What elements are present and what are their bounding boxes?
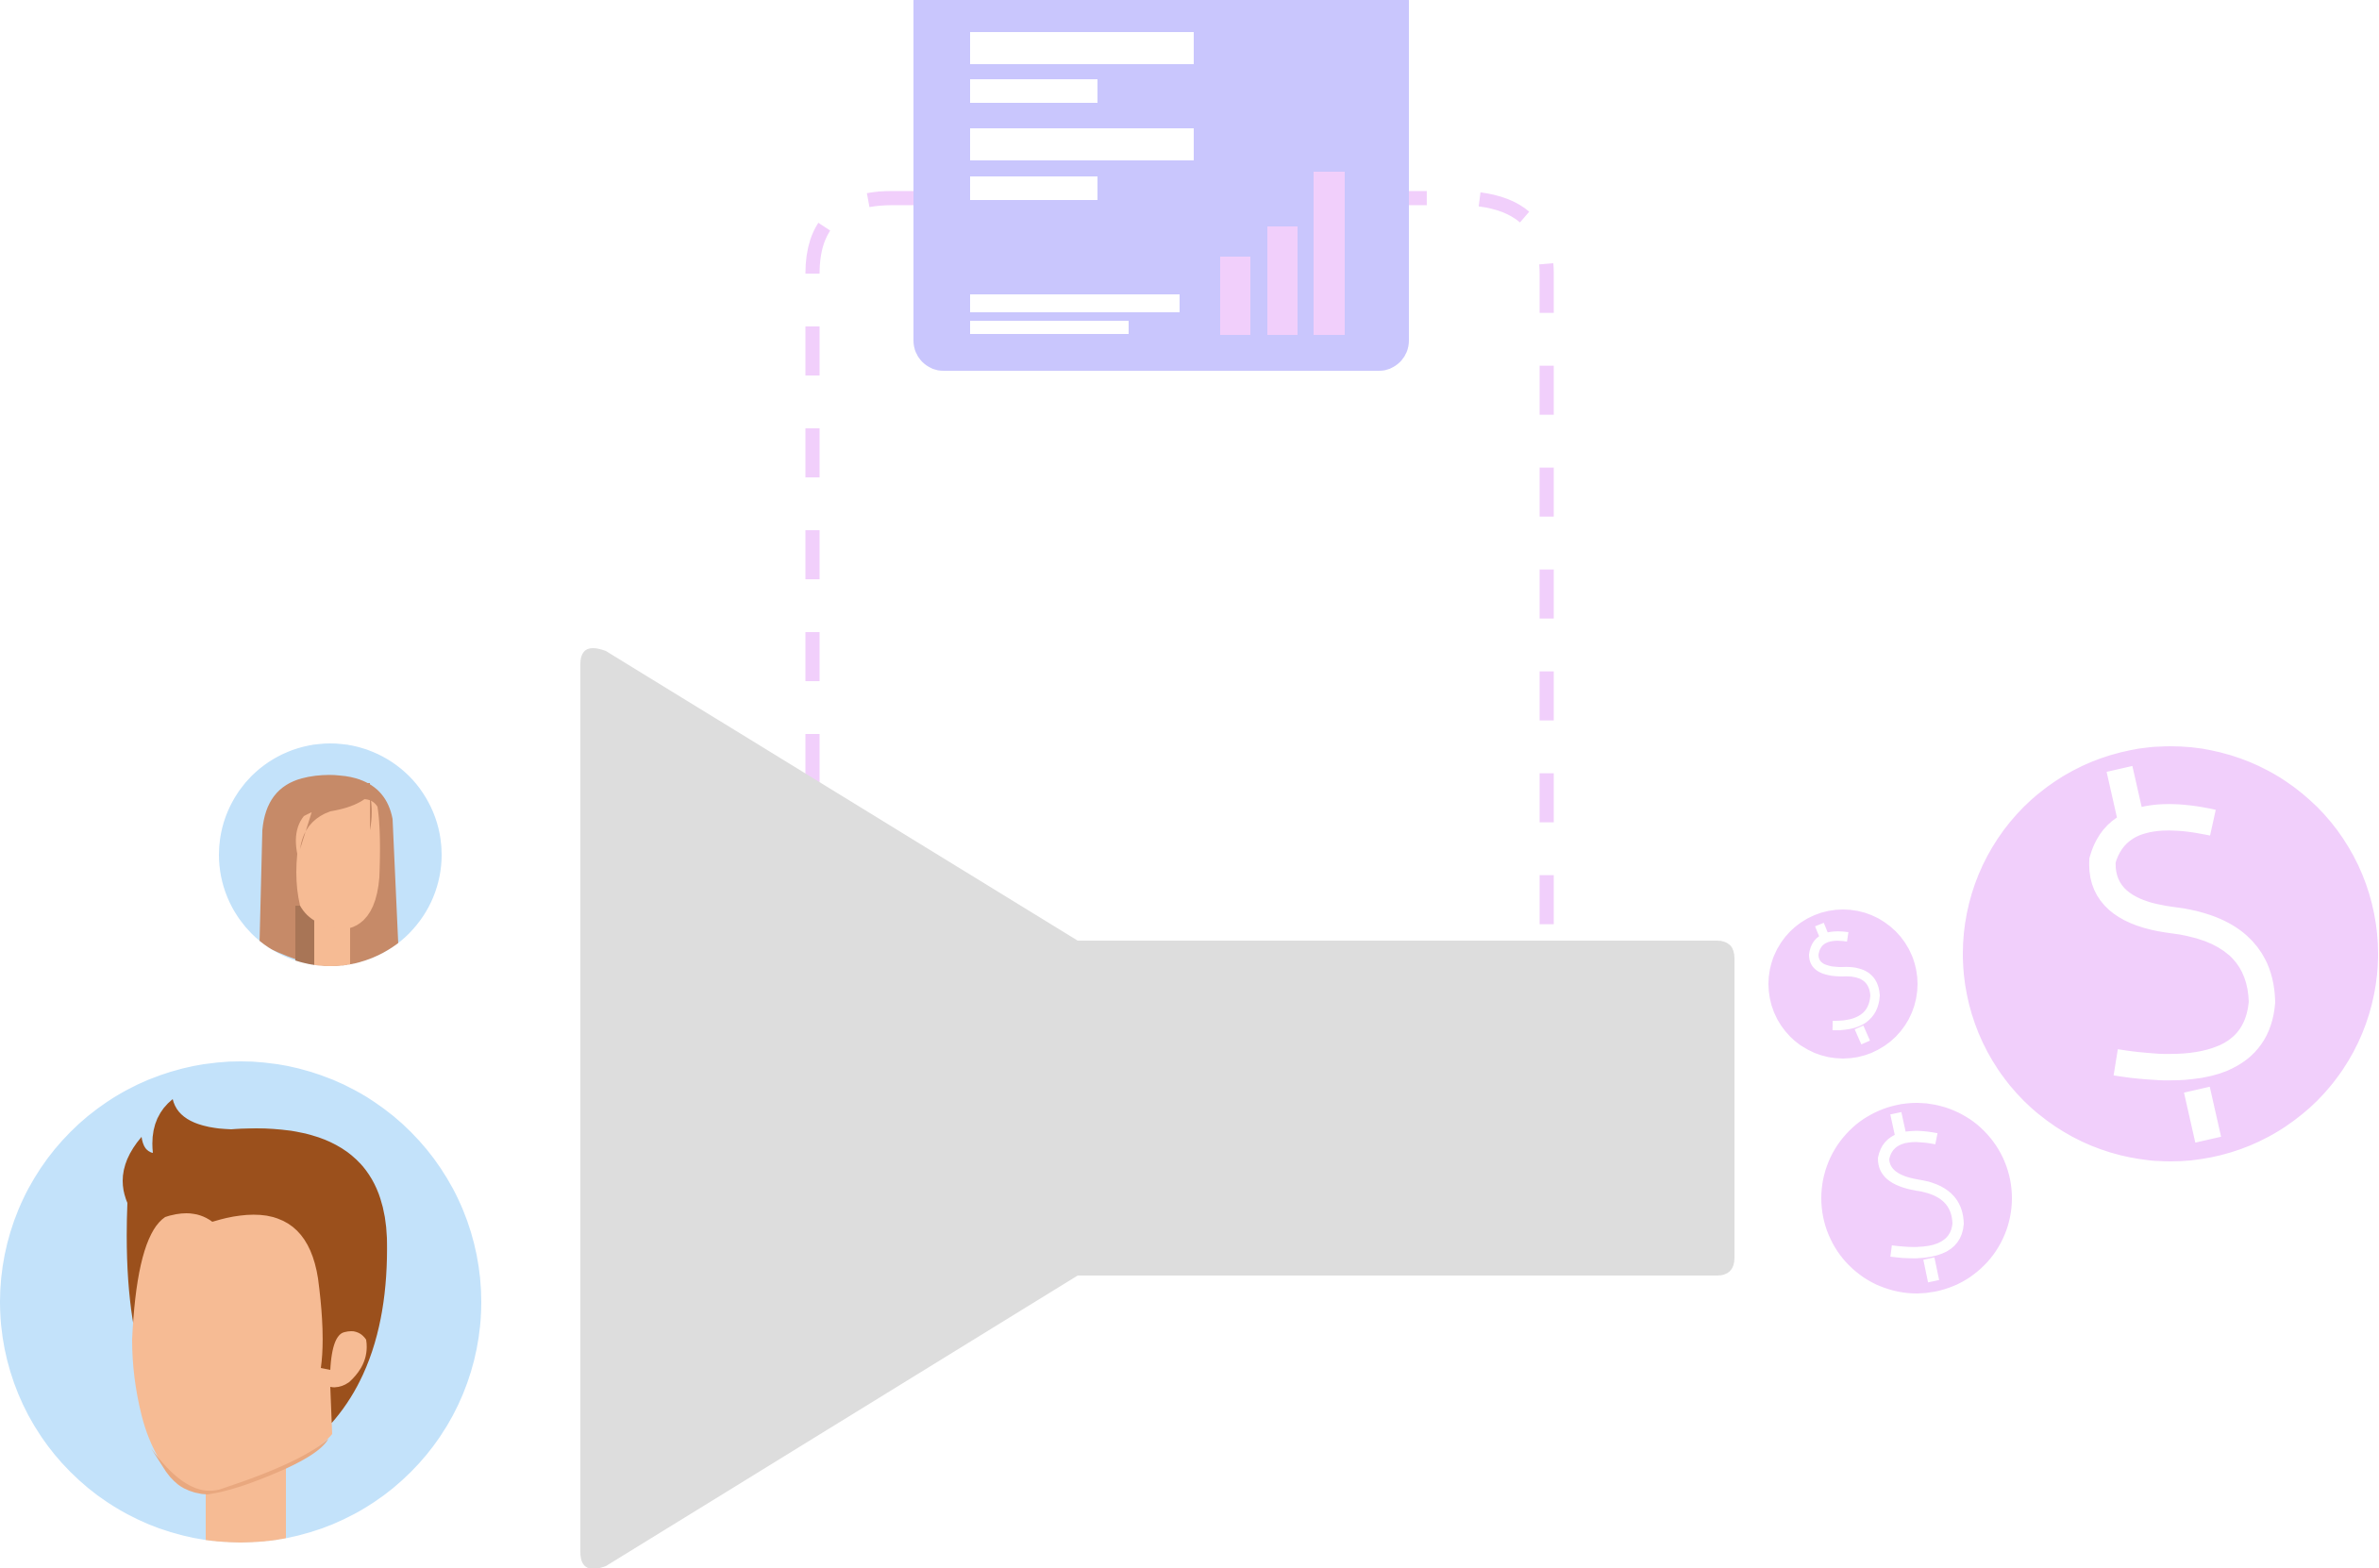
chart-bar: [1220, 257, 1250, 335]
chart-bar: [1314, 172, 1345, 335]
document-line: [970, 294, 1180, 312]
dollar-coin-icon: [1963, 746, 2378, 1161]
document-line: [970, 128, 1194, 160]
funnel-shape: [580, 648, 1734, 1568]
document-line: [970, 321, 1129, 334]
dollar-coin-icon: [1821, 1103, 2012, 1293]
dollar-coin-icon: [1768, 909, 1918, 1059]
document-line: [970, 176, 1097, 200]
bar-chart-icon: [1220, 172, 1345, 335]
person-man-avatar: [0, 1061, 481, 1543]
document-line: [970, 79, 1097, 103]
person-woman-avatar: [219, 743, 442, 966]
document-line: [970, 32, 1194, 64]
chart-bar: [1267, 226, 1298, 335]
report-document-icon: [913, 0, 1409, 371]
